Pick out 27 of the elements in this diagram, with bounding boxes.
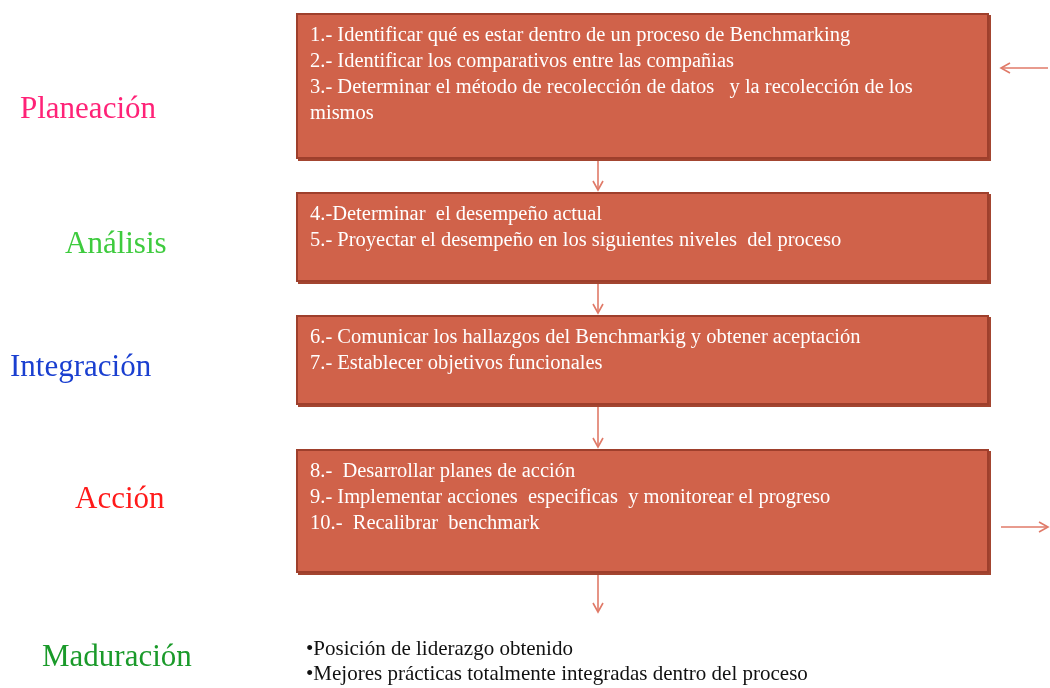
stage-label: Maduración (42, 638, 192, 674)
stage-label: Integración (10, 348, 152, 384)
process-box (296, 449, 989, 573)
stage-label: Acción (75, 480, 165, 516)
step-text: 1.- Identificar qué es estar dentro de un proceso de Benchmarking (310, 22, 852, 47)
step-text: 10.- Recalibrar benchmark (310, 510, 541, 535)
arrow (592, 574, 604, 613)
step-text: 4.-Determinar el desempeño actual (310, 201, 603, 226)
step-text: 3.- Determinar el método de recolección de datos y la recolección de los mismos (310, 74, 914, 125)
step-text: •Posición de liderazgo obtenido (306, 636, 574, 661)
step-text: 6.- Comunicar los hallazgos del Benchmarkig y obtener aceptación (310, 324, 862, 349)
step-text: 8.- Desarrollar planes de acción (310, 458, 577, 483)
stage-label: Análisis (65, 225, 167, 261)
step-text: 5.- Proyectar el desempeño en los siguientes niveles del proceso (310, 227, 843, 252)
stage-label: Planeación (20, 90, 156, 126)
step-text: 2.- Identificar los comparativos entre las compañias (310, 48, 736, 73)
step-text: •Mejores prácticas totalmente integradas dentro del proceso (306, 661, 809, 686)
process-box (296, 192, 989, 282)
arrow (1000, 62, 1049, 74)
arrow (1000, 521, 1049, 533)
process-box (296, 13, 989, 159)
arrow (592, 406, 604, 448)
arrow (592, 160, 604, 191)
process-box (296, 315, 989, 405)
step-text: 7.- Establecer objetivos funcionales (310, 350, 604, 375)
step-text: 9.- Implementar acciones especificas y monitorear el progreso (310, 484, 832, 509)
arrow (592, 283, 604, 314)
